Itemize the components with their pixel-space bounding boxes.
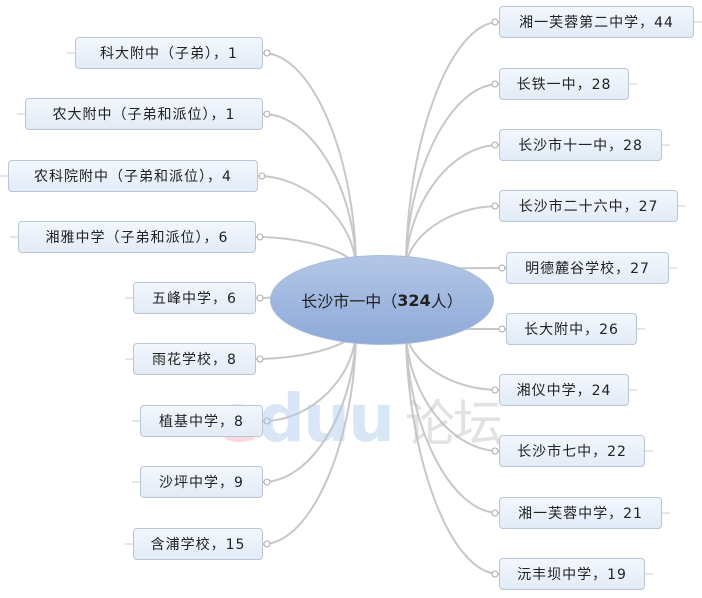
node-label: 湘雅中学（子弟和派位），6	[45, 230, 229, 246]
connector-dot	[263, 478, 271, 486]
connector-dot	[491, 570, 499, 578]
connector-dot	[263, 540, 271, 548]
right-node-mingde-lugu[interactable]: 明德麓谷学校，27	[506, 252, 669, 284]
connector-line	[262, 328, 357, 545]
right-node-changsha-11[interactable]: 长沙市十一中，28	[499, 129, 662, 161]
right-node-xiangyi-furong[interactable]: 湘一芙蓉中学，21	[499, 497, 662, 529]
central-node-name: 长沙市一中（	[301, 292, 398, 311]
connector-dot	[498, 325, 506, 333]
node-label: 沅丰坝中学，19	[517, 567, 627, 583]
connector-dot	[491, 141, 499, 149]
node-label: 农科院附中（子弟和派位），4	[34, 169, 232, 185]
central-node-count: 324	[397, 290, 431, 310]
node-label: 农大附中（子弟和派位），1	[52, 107, 236, 123]
node-label: 沙坪中学，9	[159, 475, 244, 491]
connector-dot	[491, 80, 499, 88]
node-label: 五峰中学，6	[152, 291, 237, 307]
node-label: 科大附中（子弟），1	[100, 46, 238, 62]
left-node-xiangya[interactable]: 湘雅中学（子弟和派位），6	[18, 221, 256, 253]
node-label: 雨花学校，8	[152, 352, 237, 368]
connector-dot	[491, 18, 499, 26]
node-label: 明德麓谷学校，27	[525, 261, 650, 277]
node-label: 含浦学校，15	[150, 537, 246, 553]
right-node-changsha-26[interactable]: 长沙市二十六中，27	[499, 190, 678, 222]
connector-dot	[491, 386, 499, 394]
connector-line	[405, 83, 500, 270]
left-node-shaping[interactable]: 沙坪中学，9	[140, 466, 263, 498]
left-node-hanpu[interactable]: 含浦学校，15	[133, 528, 263, 560]
node-label: 长沙市七中，22	[517, 444, 627, 460]
connector-line	[262, 113, 357, 270]
right-node-changsha-7[interactable]: 长沙市七中，22	[499, 435, 645, 467]
connector-line	[262, 328, 357, 422]
connector-dot	[263, 110, 271, 118]
right-node-xiangyi-furong-2[interactable]: 湘一芙蓉第二中学，44	[499, 6, 694, 38]
left-node-yuhua[interactable]: 雨花学校，8	[133, 343, 256, 375]
node-label: 植基中学，8	[159, 414, 244, 430]
right-node-xiangyi[interactable]: 湘仪中学，24	[499, 374, 629, 406]
connector-dot	[256, 355, 264, 363]
node-label: 长铁一中，28	[516, 77, 612, 93]
node-label: 湘一芙蓉中学，21	[518, 506, 643, 522]
left-node-wufeng[interactable]: 五峰中学，6	[133, 282, 256, 314]
connector-dot	[258, 172, 266, 180]
node-label: 长沙市二十六中，27	[518, 199, 659, 215]
connector-dot	[256, 294, 264, 302]
connector-line	[262, 328, 357, 483]
right-node-yuanfengba[interactable]: 沅丰坝中学，19	[499, 558, 645, 590]
connector-line	[257, 175, 357, 270]
connector-dot	[498, 264, 506, 272]
node-label: 长沙市十一中，28	[518, 138, 643, 154]
connector-dot	[263, 49, 271, 57]
left-node-nongda[interactable]: 农大附中（子弟和派位），1	[25, 98, 263, 130]
node-label: 湘一芙蓉第二中学，44	[519, 15, 674, 31]
left-node-nongkeyuan[interactable]: 农科院附中（子弟和派位），4	[8, 160, 258, 192]
left-node-zhiji[interactable]: 植基中学，8	[140, 405, 263, 437]
connector-line	[262, 52, 357, 270]
right-node-changda[interactable]: 长大附中，26	[506, 313, 637, 345]
node-label: 长大附中，26	[524, 322, 619, 338]
connector-line	[405, 21, 500, 270]
connector-line	[405, 144, 500, 270]
connector-line	[405, 328, 500, 575]
connector-line	[405, 328, 500, 452]
node-label: 湘仪中学，24	[516, 383, 612, 399]
left-node-keda[interactable]: 科大附中（子弟），1	[75, 37, 263, 69]
connector-dot	[263, 417, 271, 425]
connector-line	[405, 328, 500, 514]
connector-dot	[491, 447, 499, 455]
right-node-changtie[interactable]: 长铁一中，28	[499, 68, 629, 100]
connector-dot	[491, 202, 499, 210]
central-node-suffix: 人）	[430, 292, 463, 311]
connector-dot	[256, 233, 264, 241]
connector-dot	[491, 509, 499, 517]
